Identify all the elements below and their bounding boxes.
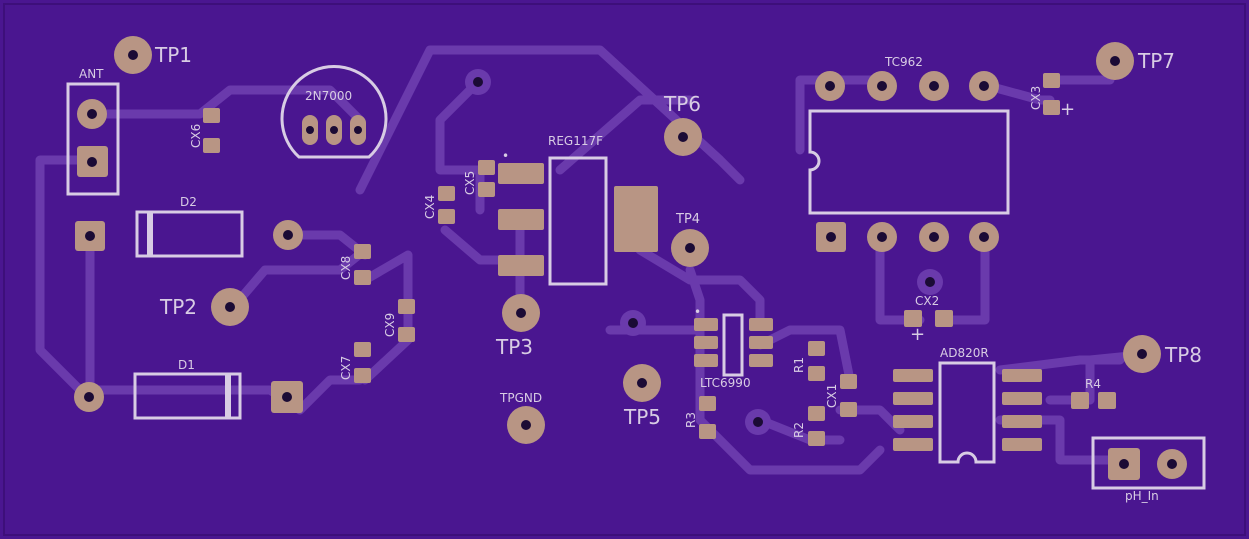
tp2-label: TP2 [159, 295, 197, 319]
r2-pad2 [808, 431, 825, 446]
drill-holes [84, 50, 1177, 469]
cx2-pad2 [935, 310, 953, 327]
ad820r-pin7 [1002, 392, 1042, 405]
ad820r-body-outline [938, 361, 996, 464]
r3-pad1 [699, 396, 716, 411]
tp6-label: TP6 [663, 92, 701, 116]
ph-in-header-outline [1091, 436, 1206, 490]
d2-label: D2 [180, 195, 197, 209]
cx7-pad2 [354, 368, 371, 383]
ad820r-pin8 [1002, 369, 1042, 382]
ltc6990-body-outline [722, 313, 744, 377]
r2-pad1 [808, 406, 825, 421]
cx3-pad2 [1043, 100, 1060, 115]
reg117f-body-outline [548, 156, 608, 286]
cx1-pad1 [840, 374, 857, 389]
reg117f-pin3 [498, 255, 544, 276]
cx6-label: CX6 [189, 124, 203, 148]
cx4-pad2 [438, 209, 455, 224]
r4-pad2 [1098, 392, 1116, 409]
reg117f-pin2 [498, 209, 544, 230]
cx3-label: CX3 [1029, 86, 1043, 110]
cx5-label: CX5 [463, 171, 477, 195]
cx8-pad2 [354, 270, 371, 285]
board-outline [3, 3, 1246, 536]
ad820r-pin6 [1002, 415, 1042, 428]
cx3-polarity-marker: + [1060, 99, 1075, 120]
reg117f-pin1 [498, 163, 544, 184]
cx9-pad2 [398, 327, 415, 342]
ltc6990-pin1-marker: • [694, 305, 701, 319]
ad820r-pin4 [893, 438, 933, 451]
tp3-label: TP3 [495, 335, 533, 359]
cx1-pad2 [840, 402, 857, 417]
cx8-pad1 [354, 244, 371, 259]
r2-label: R2 [792, 422, 806, 438]
tp1-label: TP1 [154, 43, 192, 67]
ltc6990-pin3 [694, 354, 718, 367]
pads [74, 36, 1187, 480]
d1-label: D1 [178, 358, 195, 372]
tc962-body-outline [808, 109, 1010, 215]
silkscreen-outlines [66, 65, 1206, 490]
q1-transistor-outline [280, 65, 388, 159]
r3-pad2 [699, 424, 716, 439]
ltc6990-pin4 [749, 318, 773, 331]
r4-pad1 [1071, 392, 1089, 409]
ltc6990-label: LTC6990 [700, 376, 751, 390]
q-2n7000-label: 2N7000 [305, 89, 352, 103]
cx9-pad1 [398, 299, 415, 314]
ad820r-label: AD820R [940, 346, 989, 360]
ad820r-pin1 [893, 369, 933, 382]
d1-body-outline [133, 372, 242, 420]
ltc6990-pin1 [694, 318, 718, 331]
tp7-label: TP7 [1137, 49, 1175, 73]
cx1-label: CX1 [825, 384, 839, 408]
cx4-label: CX4 [423, 195, 437, 219]
r1-pad2 [808, 366, 825, 381]
d2-body-outline [135, 210, 244, 258]
ph-in-label: pH_In [1125, 489, 1159, 503]
r3-label: R3 [684, 412, 698, 428]
r1-label: R1 [792, 357, 806, 373]
cx6-pad1 [203, 108, 220, 123]
cx5-pad2 [478, 182, 495, 197]
ltc6990-pin2 [694, 336, 718, 349]
ad820r-pin3 [893, 415, 933, 428]
cx5-pad1 [478, 160, 495, 175]
reg117f-label: REG117F [548, 134, 603, 148]
ad820r-pin2 [893, 392, 933, 405]
reg117f-tab [614, 186, 658, 252]
cx8-label: CX8 [339, 256, 353, 280]
ant-label: ANT [79, 67, 104, 81]
cx2-pad1 [904, 310, 922, 327]
r1-pad1 [808, 341, 825, 356]
cx7-pad1 [354, 342, 371, 357]
cx2-label: CX2 [915, 294, 939, 308]
vias [465, 69, 943, 435]
cx3-pad1 [1043, 73, 1060, 88]
ltc6990-pin6 [749, 354, 773, 367]
reg117f-pin1-marker: • [502, 149, 509, 163]
tc962-label: TC962 [884, 55, 923, 69]
r4-label: R4 [1085, 377, 1101, 391]
ant-header-outline [66, 82, 120, 196]
cx4-pad1 [438, 186, 455, 201]
cx9-label: CX9 [383, 313, 397, 337]
cx6-pad2 [203, 138, 220, 153]
tp4-label: TP4 [675, 212, 700, 227]
ad820r-pin5 [1002, 438, 1042, 451]
tp5-label: TP5 [623, 405, 661, 429]
cx7-label: CX7 [339, 356, 353, 380]
tpgnd-label: TPGND [499, 391, 542, 405]
cx2-polarity-marker: + [910, 324, 925, 345]
tp8-label: TP8 [1164, 343, 1202, 367]
ltc6990-pin5 [749, 336, 773, 349]
